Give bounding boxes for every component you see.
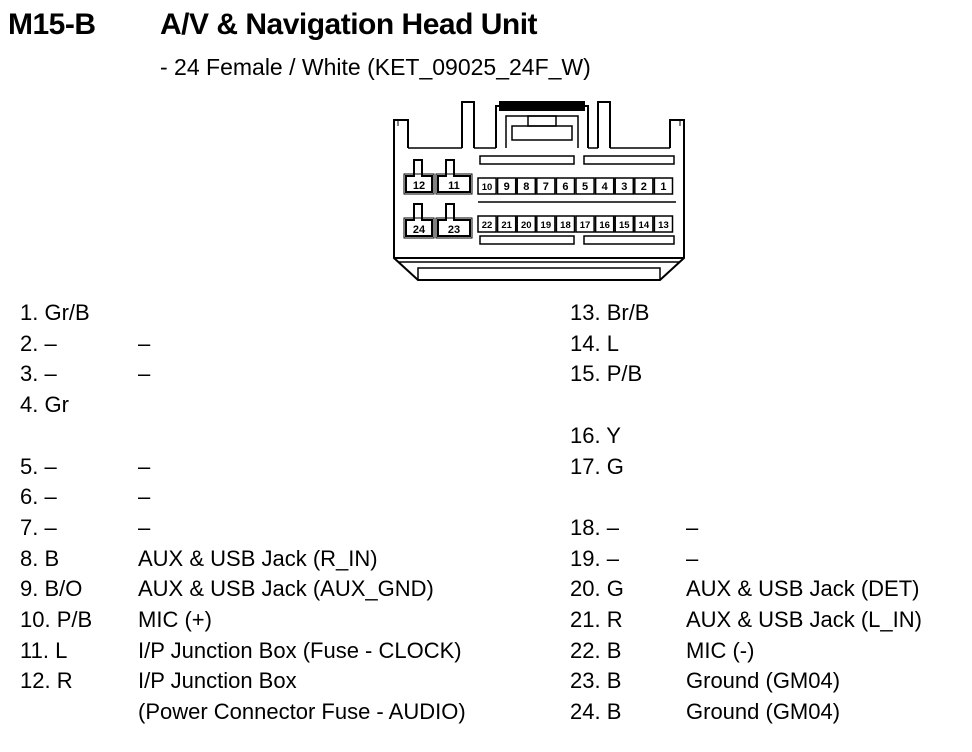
pin-number: 10. P/B xyxy=(20,607,93,632)
terminal-label: 6 xyxy=(562,181,568,193)
pin-description: – xyxy=(138,514,151,540)
terminal-label: 20 xyxy=(521,220,532,231)
pin-number: 12. R xyxy=(20,668,73,694)
pin-description: AUX & USB Jack (AUX_GND) xyxy=(138,576,434,602)
pin-number: 20. G xyxy=(570,576,624,602)
big-terminal-11 xyxy=(437,159,471,193)
pin-number: 17. G xyxy=(570,453,624,479)
terminal-cell xyxy=(555,177,576,195)
terminal-cell xyxy=(594,177,615,195)
pin-number: 9. B/O xyxy=(20,576,83,602)
big-terminal-23 xyxy=(437,203,471,237)
terminal-label: 19 xyxy=(541,220,552,231)
pin-description: AUX & USB Jack (DET) xyxy=(686,576,920,602)
pin-number: 21. R xyxy=(570,607,623,632)
terminal-label: 2 xyxy=(641,181,647,193)
terminal-label: 16 xyxy=(599,220,610,231)
big-terminal-12 xyxy=(405,159,433,193)
pin-number: 19. – xyxy=(570,545,619,571)
pin-number: 7. – xyxy=(20,514,57,540)
pin-number: 14. L xyxy=(570,330,619,356)
connector-subtitle: - 24 Female / White (KET_09025_24F_W) xyxy=(160,54,591,80)
terminal-label: 4 xyxy=(602,181,609,193)
terminal-cell xyxy=(653,215,674,233)
terminal-cell xyxy=(477,177,497,195)
pin-number: 11. L xyxy=(20,637,68,663)
pin-description: AUX & USB Jack (L_IN) xyxy=(686,607,922,632)
terminal-cell xyxy=(496,177,517,195)
terminal-cell xyxy=(575,177,595,195)
big-terminal-24 xyxy=(405,203,433,237)
pin-description: – xyxy=(138,453,151,479)
terminal-label: 1 xyxy=(660,181,666,193)
pin-number: 13. Br/B xyxy=(570,300,650,325)
pin-description: – xyxy=(686,545,699,571)
terminal-cell xyxy=(516,177,537,195)
terminal-label: 7 xyxy=(543,181,549,193)
pin-description: I/P Junction Box xyxy=(138,668,297,694)
terminal-label: 17 xyxy=(580,220,591,231)
connector-outline xyxy=(393,126,685,281)
page-title: A/V & Navigation Head Unit xyxy=(160,8,538,41)
terminal-label: 18 xyxy=(560,220,571,231)
pin-number: 4. Gr xyxy=(20,392,69,418)
pin-number: 2. – xyxy=(20,330,57,356)
terminal-label: 9 xyxy=(504,181,510,193)
pin-number: 23. B xyxy=(570,668,622,694)
terminal-cell xyxy=(516,215,537,233)
terminal-label: 10 xyxy=(482,182,493,193)
pin-description: I/P Junction Box (Fuse - CLOCK) xyxy=(138,637,462,663)
big-pin-label-12: 12 xyxy=(413,180,425,192)
pin-number: 3. – xyxy=(20,361,57,387)
pin-number: 5. – xyxy=(20,453,57,479)
pin-number: 16. Y xyxy=(570,422,621,448)
big-pin-label-23: 23 xyxy=(448,224,460,236)
terminal-row-bottom: 22 21 20 19 18 17 16 15 14 13 xyxy=(477,215,674,233)
pin-description: (Power Connector Fuse - AUDIO) xyxy=(138,699,466,725)
pin-number: 22. B xyxy=(570,637,622,663)
terminal-cell xyxy=(477,215,497,233)
pin-number: 24. B xyxy=(570,699,622,725)
pin-number: 6. – xyxy=(20,484,57,510)
terminal-label: 13 xyxy=(658,220,669,231)
terminal-cell xyxy=(536,177,556,195)
terminal-cell xyxy=(594,215,615,233)
terminal-label: 8 xyxy=(523,181,529,193)
terminal-cell xyxy=(614,215,635,233)
pin-number: 1. Gr/B xyxy=(20,300,90,325)
pin-description: Ground (GM04) xyxy=(686,699,841,725)
terminal-cell xyxy=(634,177,654,195)
pin-description: Ground (GM04) xyxy=(686,668,841,694)
pin-description: – xyxy=(138,484,151,510)
pin-number: 18. – xyxy=(570,514,619,540)
pin-description: MIC (+) xyxy=(138,607,212,632)
terminal-cell xyxy=(536,215,556,233)
terminal-cell xyxy=(496,215,517,233)
pin-number: 15. P/B xyxy=(570,361,643,387)
terminal-label: 21 xyxy=(501,220,512,231)
terminal-label: 3 xyxy=(621,181,627,193)
terminal-cell xyxy=(634,215,654,233)
terminal-label: 14 xyxy=(639,220,650,231)
terminal-cell xyxy=(653,177,674,195)
terminal-label: 22 xyxy=(482,220,493,231)
terminal-label: 5 xyxy=(582,181,588,193)
connector-code: M15-B xyxy=(8,8,96,41)
big-pin-label-11: 11 xyxy=(448,180,460,192)
big-pin-label-24: 24 xyxy=(413,224,426,236)
pin-description: – xyxy=(686,514,699,540)
terminal-cell xyxy=(555,215,576,233)
pin-description: – xyxy=(138,330,151,356)
pin-description: – xyxy=(138,361,151,387)
terminal-cell xyxy=(575,215,595,233)
pin-description: AUX & USB Jack (R_IN) xyxy=(138,545,378,571)
pin-description: MIC (-) xyxy=(686,637,755,663)
terminal-cell xyxy=(614,177,635,195)
pin-number: 8. B xyxy=(20,545,60,571)
terminal-label: 15 xyxy=(619,220,630,231)
